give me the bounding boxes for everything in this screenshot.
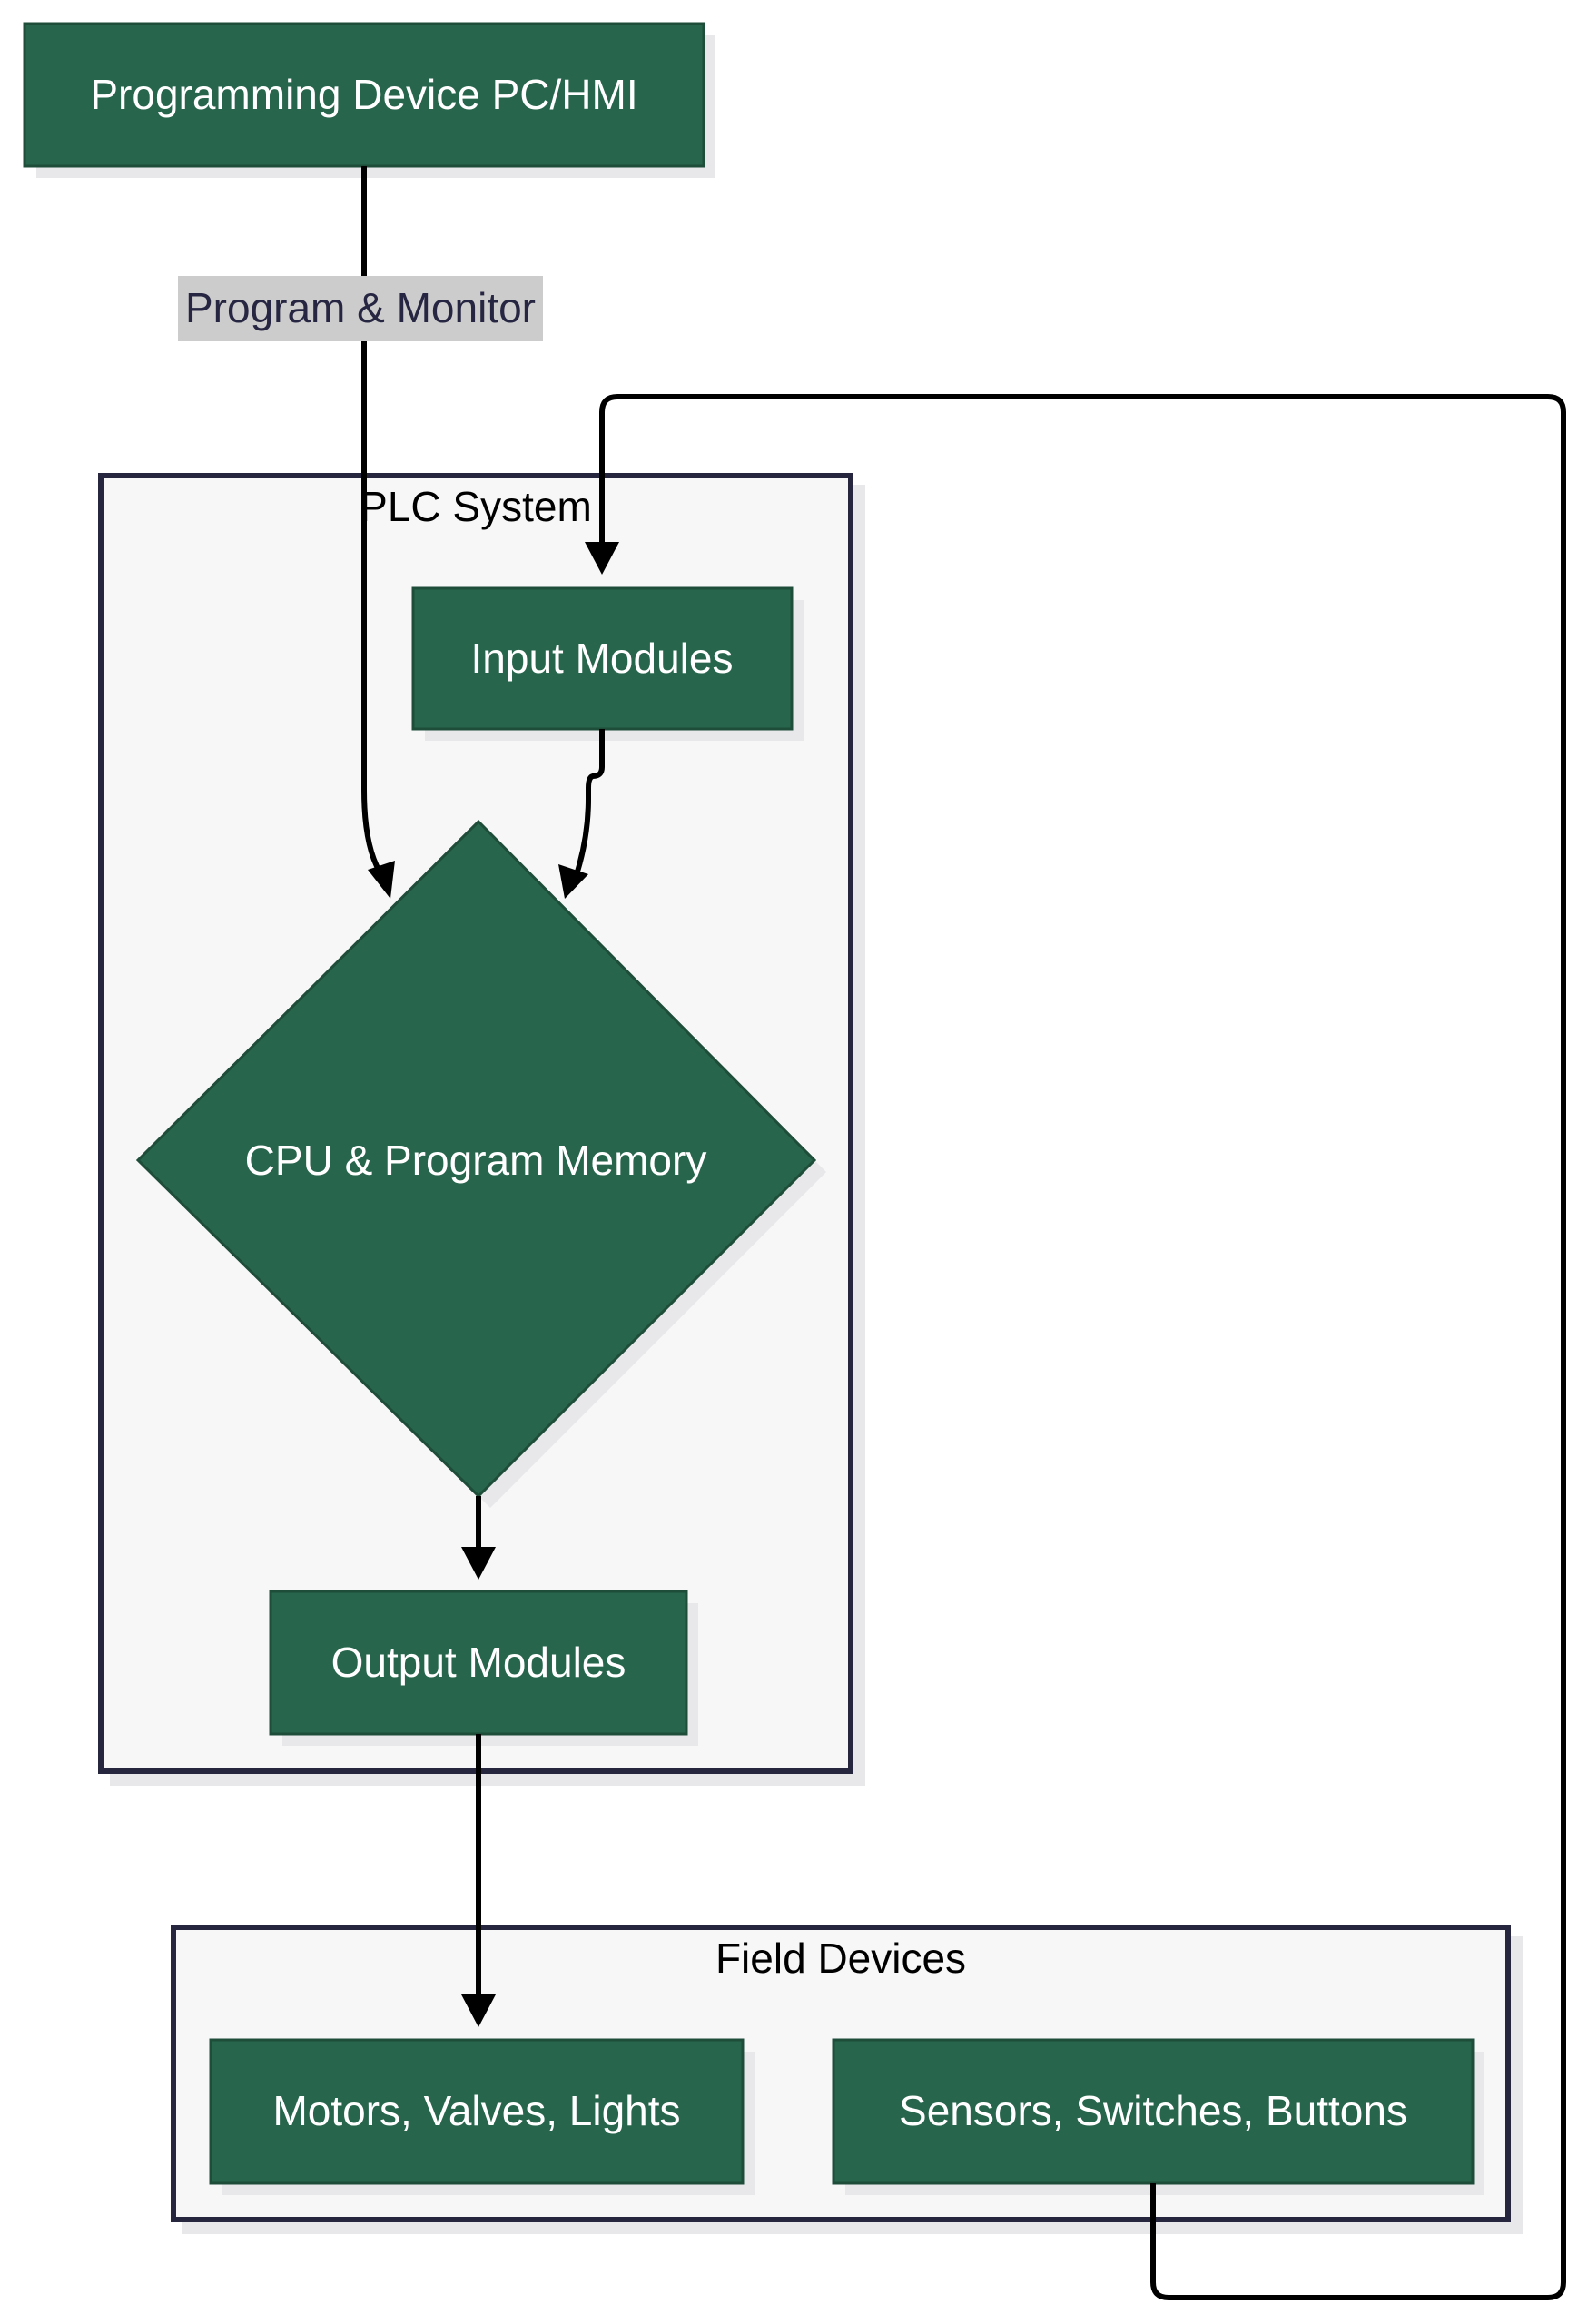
- node-input-modules[interactable]: Input Modules: [411, 586, 804, 741]
- node-programming-device-box[interactable]: [23, 22, 705, 168]
- edge-input-to-cpu-arrowhead: [558, 864, 588, 899]
- edge-input-to-cpu-line: [575, 729, 605, 872]
- node-input-modules-box[interactable]: [411, 586, 794, 731]
- node-cpu-label: CPU & Program Memory: [245, 1137, 707, 1184]
- edge-cpu-to-output-arrowhead: [461, 1547, 496, 1580]
- edge-input-to-cpu: [558, 729, 605, 899]
- node-sensors-box[interactable]: [832, 2038, 1475, 2185]
- node-output-modules-box[interactable]: [269, 1590, 688, 1736]
- edge-programming-to-cpu-line: [361, 166, 382, 873]
- node-programming-device-label: Programming Device PC/HMI: [90, 71, 637, 118]
- cluster-field-devices-label: Field Devices: [715, 1935, 966, 1982]
- node-actuators-box[interactable]: [209, 2038, 745, 2185]
- edge-cpu-to-output: [461, 1496, 496, 1580]
- edge-sensors-to-input: [585, 394, 1566, 2300]
- node-actuators[interactable]: Motors, Valves, Lights: [209, 2038, 755, 2195]
- edge-sensors-to-input-arrowhead: [585, 542, 619, 575]
- node-output-modules[interactable]: Output Modules: [269, 1590, 698, 1746]
- node-output-modules-label: Output Modules: [331, 1639, 626, 1686]
- edge-output-to-actuators-arrowhead: [461, 1994, 496, 2027]
- edge-programming-to-cpu: [361, 166, 395, 899]
- edge-label-program-monitor: Program & Monitor: [178, 276, 543, 341]
- edge-label-program-monitor-bg: [178, 276, 543, 341]
- edge-label-program-monitor-text: Program & Monitor: [185, 284, 536, 331]
- cluster-plc-system-label: PLC System: [360, 483, 592, 530]
- node-programming-device[interactable]: Programming Device PC/HMI: [23, 22, 715, 178]
- node-input-modules-label: Input Modules: [471, 635, 734, 682]
- edge-sensors-to-input-line: [599, 394, 1566, 2300]
- edge-programming-to-cpu-arrowhead: [368, 861, 395, 899]
- edge-output-to-actuators: [461, 1734, 496, 2027]
- node-actuators-label: Motors, Valves, Lights: [272, 2087, 680, 2134]
- node-sensors-label: Sensors, Switches, Buttons: [899, 2087, 1407, 2134]
- node-sensors[interactable]: Sensors, Switches, Buttons: [832, 2038, 1484, 2195]
